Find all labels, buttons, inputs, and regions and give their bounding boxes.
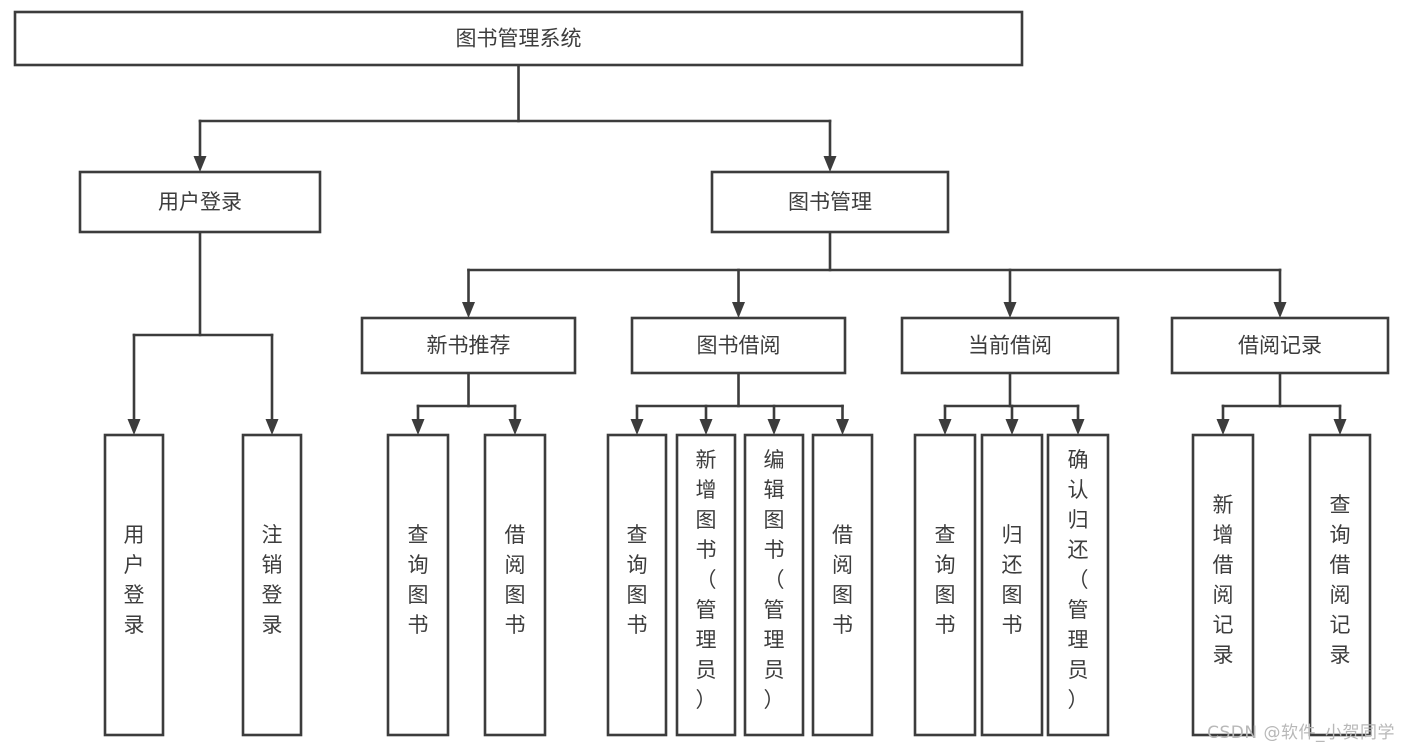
node-label: 图书管理系统 [456,27,582,51]
node-new-book-rec[interactable]: 新书推荐 [360,316,577,375]
arrow-head-icon [411,419,425,435]
node-label: 用户登录 [124,523,145,637]
arrow-head-icon [462,302,475,318]
arrow-head-icon [193,156,207,172]
csdn-watermark: CSDN @软件_小贺同学 [1207,723,1395,743]
node-leaf-edit-book[interactable]: 编辑图书（管理员） [743,433,805,737]
edge-group-book-borrow [630,371,849,435]
arrow-head-icon [265,419,279,435]
node-box [360,316,577,375]
node-box [386,433,450,737]
node-box [241,433,303,737]
node-label: 查询图书 [408,523,429,637]
node-box [710,170,950,234]
connector-layer [127,63,1347,435]
node-label: 查询图书 [627,523,648,637]
node-label: 查询图书 [935,523,956,637]
node-leaf-logout[interactable]: 注销登录 [241,433,303,737]
node-leaf-user-login[interactable]: 用户登录 [103,433,165,737]
node-leaf-confirm-return[interactable]: 确认归还（管理员） [1046,433,1110,737]
node-label: 当前借阅 [968,334,1052,358]
arrow-head-icon [1003,302,1017,318]
node-current-borrow[interactable]: 当前借阅 [900,316,1120,375]
arrow-head-icon [127,419,141,435]
node-box [980,433,1044,737]
node-leaf-query-book-1[interactable]: 查询图书 [386,433,450,737]
arrow-head-icon [1071,419,1085,435]
arrow-head-icon [1005,419,1019,435]
node-box [1308,433,1372,737]
node-label: 归还图书 [1002,523,1023,637]
edge-group-book-manage [462,230,1287,318]
arrow-head-icon [630,419,644,435]
node-leaf-add-record[interactable]: 新增借阅记录 [1191,433,1255,737]
node-leaf-return-book[interactable]: 归还图书 [980,433,1044,737]
node-leaf-query-book-3[interactable]: 查询图书 [913,433,977,737]
node-box [913,433,977,737]
arrow-head-icon [938,419,952,435]
node-leaf-query-book-2[interactable]: 查询图书 [606,433,668,737]
node-book-manage[interactable]: 图书管理 [710,170,950,234]
node-box [103,433,165,737]
node-label: 图书借阅 [697,334,781,358]
node-leaf-borrow-book-2[interactable]: 借阅图书 [811,433,874,737]
node-leaf-add-book[interactable]: 新增图书（管理员） [675,433,737,737]
edge-group-root [193,63,837,172]
node-label: 借阅图书 [505,523,526,637]
node-box [1191,433,1255,737]
node-label: 确认归还（管理员） [1068,448,1089,712]
node-label: 借阅图书 [832,523,853,637]
arrow-head-icon [1216,419,1230,435]
node-box [811,433,874,737]
node-label: 注销登录 [262,523,283,637]
node-label: 用户登录 [158,190,242,214]
node-box [78,170,322,234]
node-layer: 图书管理系统用户登录图书管理新书推荐图书借阅当前借阅借阅记录用户登录注销登录查询… [13,10,1390,737]
node-label: 图书管理 [788,190,872,214]
node-box [1170,316,1390,375]
node-box [13,10,1024,67]
edge-group-current-borrow [938,371,1085,435]
node-label: 新增借阅记录 [1213,493,1234,667]
arrow-head-icon [732,302,745,318]
node-leaf-borrow-book-1[interactable]: 借阅图书 [483,433,547,737]
edge-group-new-book-rec [411,371,522,435]
node-book-borrow[interactable]: 图书借阅 [630,316,847,375]
arrow-head-icon [1333,419,1347,435]
arrow-head-icon [508,419,522,435]
node-root[interactable]: 图书管理系统 [13,10,1024,67]
node-label: 新增图书（管理员） [696,448,717,712]
node-box [743,433,805,737]
node-box [900,316,1120,375]
node-borrow-record[interactable]: 借阅记录 [1170,316,1390,375]
arrow-head-icon [836,419,849,435]
node-label: 借阅记录 [1238,334,1322,358]
node-leaf-query-record[interactable]: 查询借阅记录 [1308,433,1372,737]
node-label: 新书推荐 [427,334,511,358]
node-box [606,433,668,737]
node-label: 编辑图书（管理员） [764,448,785,712]
node-label: 查询借阅记录 [1330,493,1351,667]
node-box [630,316,847,375]
node-box [1046,433,1110,737]
arrow-head-icon [1273,302,1287,318]
node-user-login[interactable]: 用户登录 [78,170,322,234]
arrow-head-icon [699,419,713,435]
arrow-head-icon [767,419,781,435]
node-box [675,433,737,737]
edge-group-borrow-record [1216,371,1347,435]
arrow-head-icon [823,156,837,172]
edge-group-user-login [127,230,279,435]
node-box [483,433,547,737]
